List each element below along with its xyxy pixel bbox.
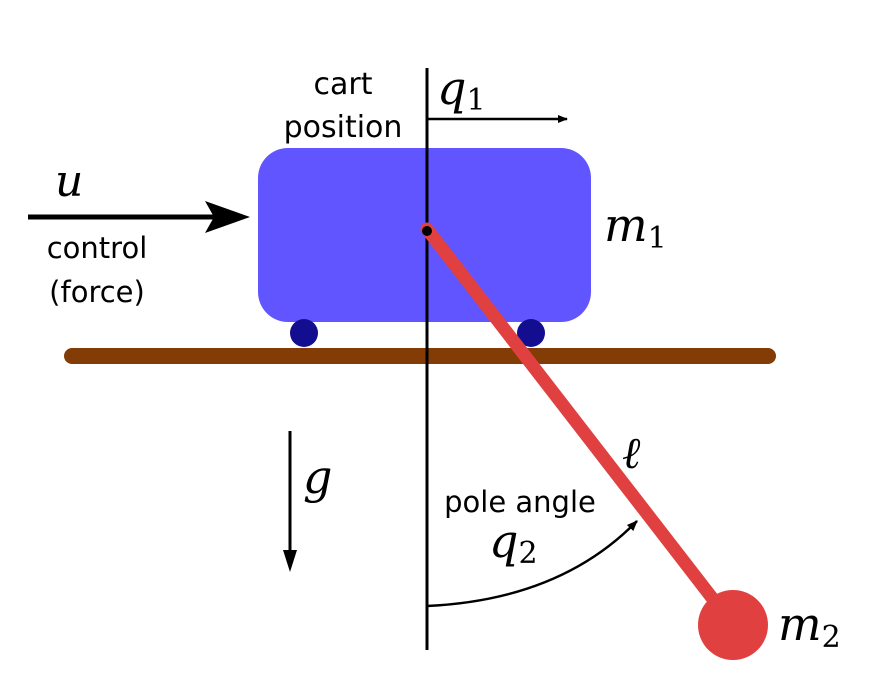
pole-angle-arc bbox=[426, 520, 638, 608]
control-force-arrowhead bbox=[205, 201, 250, 233]
m1-symbol: m1 bbox=[604, 198, 667, 256]
pivot-point bbox=[422, 226, 432, 236]
cart-position-label-line1: cart bbox=[314, 67, 373, 102]
pole-mass-bob bbox=[698, 590, 768, 660]
control-label-line2: (force) bbox=[49, 275, 145, 309]
cart-position-label-line2: position bbox=[284, 110, 403, 145]
gravity-arrowhead bbox=[283, 550, 297, 572]
control-label-line1: control bbox=[47, 231, 148, 265]
u-symbol: u bbox=[55, 156, 83, 207]
q2-symbol: q2 bbox=[489, 514, 538, 571]
pole-angle-label: pole angle bbox=[444, 485, 596, 519]
m2-symbol: m2 bbox=[778, 597, 841, 655]
left-wheel bbox=[290, 319, 318, 347]
pole bbox=[420, 222, 740, 632]
q1-symbol: q1 bbox=[437, 61, 486, 118]
pole-length-symbol: ℓ bbox=[622, 428, 641, 479]
right-wheel bbox=[517, 319, 545, 347]
gravity-symbol: g bbox=[303, 450, 332, 504]
